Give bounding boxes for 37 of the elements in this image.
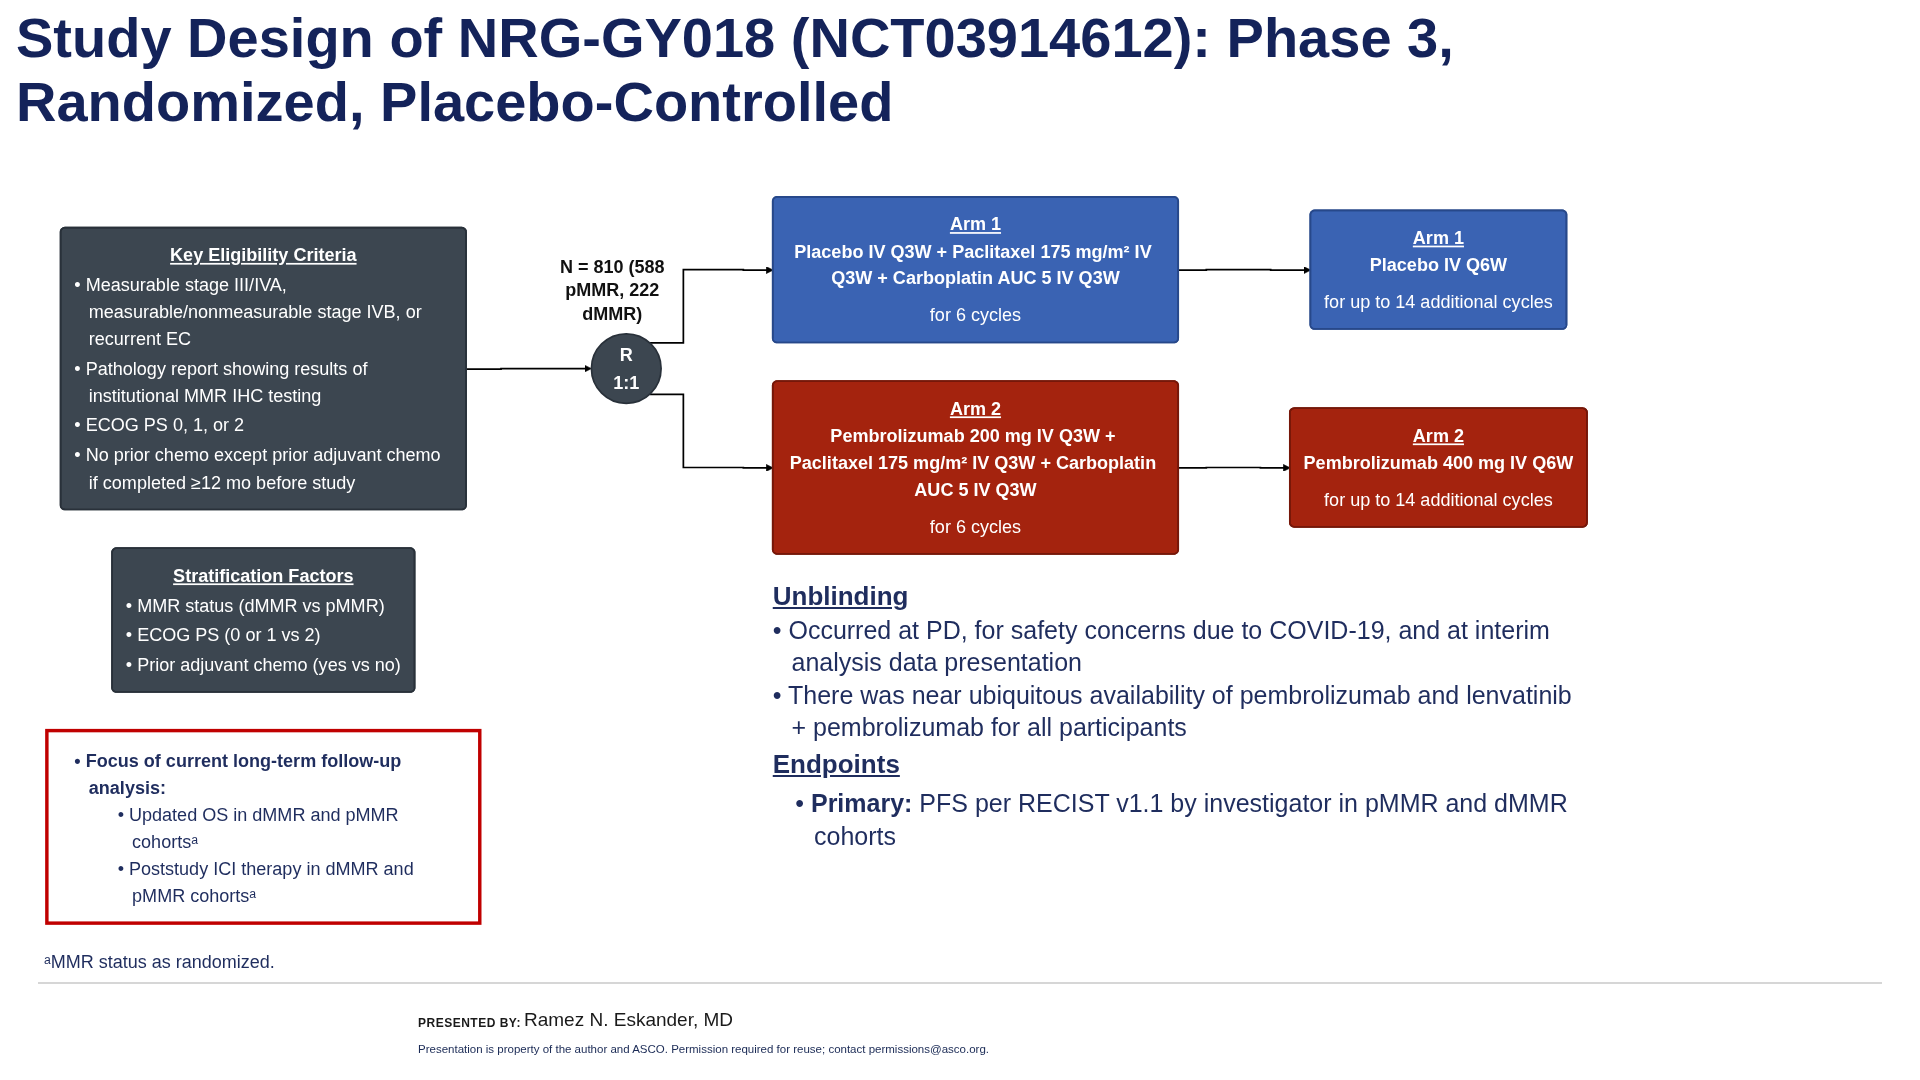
regimen-text: Pembrolizumab 200 mg IV Q3W + Paclitaxel 175 mg/m² IV Q3W + Carboplatin AUC 5 IV Q3W bbox=[788, 424, 1158, 502]
presenter-label: PRESENTED BY: bbox=[418, 1016, 521, 1030]
bullet-text: • MMR status (dMMR vs pMMR) bbox=[125, 594, 386, 618]
footnote: ᵃMMR status as randomized. bbox=[44, 952, 275, 973]
bullet-text: • No prior chemo except prior adjuvant chemo if completed ≥12 mo before study bbox=[74, 444, 442, 495]
copyright-notice: Presentation is property of the author and ASCO. Permission required for reuse; contact permissions@asco.org. bbox=[418, 1043, 989, 1055]
section-heading: Endpoints bbox=[772, 747, 901, 781]
regimen-text: Placebo IV Q3W + Paclitaxel 175 mg/m² IV Q3W + Carboplatin AUC 5 IV Q3W bbox=[793, 240, 1153, 290]
bullet-text: • Measurable stage III/IVA, measurable/nonmeasurable stage IVB, or recurrent EC bbox=[74, 273, 423, 351]
bullet-text: • Primary: PFS per RECIST v1.1 by investigator in pMMR and dMMR cohorts bbox=[795, 788, 1569, 852]
regimen-text: Placebo IV Q6W bbox=[1368, 253, 1509, 277]
bullet-text: • Poststudy ICI therapy in dMMR and pMMR cohortsᵃ bbox=[116, 857, 415, 908]
cycle-note: for up to 14 additional cycles bbox=[1323, 488, 1554, 512]
presenter-name: Ramez N. Eskander, MD bbox=[524, 1009, 734, 1031]
bullet-text: • ECOG PS 0, 1, or 2 bbox=[74, 414, 246, 438]
randomization-label: 1:1 bbox=[612, 371, 641, 394]
slide-title: Study Design of NRG-GY018 (NCT03914612): Phase 3, Randomized, Placebo-Controlled bbox=[16, 6, 1455, 134]
box-heading: Arm 2 bbox=[948, 397, 1003, 421]
box-heading: Arm 2 bbox=[1411, 424, 1465, 448]
bullet-text: • Occurred at PD, for safety concerns due to COVID-19, and at interim analysis data presentation bbox=[772, 614, 1551, 679]
box-heading: Key Eligibility Criteria bbox=[169, 243, 358, 267]
section-heading: Unblinding bbox=[772, 579, 910, 613]
box-heading: Arm 1 bbox=[948, 213, 1003, 236]
cycle-note: for up to 14 additional cycles bbox=[1324, 290, 1553, 314]
cycle-note: for 6 cycles bbox=[928, 304, 1023, 327]
bullet-text: • Updated OS in dMMR and pMMR cohortsᵃ bbox=[116, 803, 400, 854]
bullet-text: • There was near ubiquitous availability of pembrolizumab and lenvatinib + pembrolizumab for all participants bbox=[772, 679, 1573, 744]
box-heading: Stratification Factors bbox=[172, 564, 355, 588]
bullet-text: • Prior adjuvant chemo (yes vs no) bbox=[125, 653, 401, 677]
bullet-text: • Focus of current long-term follow-up analysis: bbox=[74, 749, 403, 800]
bullet-text: • ECOG PS (0 or 1 vs 2) bbox=[125, 623, 322, 647]
regimen-text: Pembrolizumab 400 mg IV Q6W bbox=[1303, 451, 1574, 475]
randomization-label: R bbox=[618, 344, 634, 367]
node-note: N = 810 (588 pMMR, 222 dMMR) bbox=[559, 255, 666, 326]
box-heading: Arm 1 bbox=[1411, 226, 1465, 250]
bullet-text: • Pathology report showing results of institutional MMR IHC testing bbox=[74, 357, 369, 408]
cycle-note: for 6 cycles bbox=[928, 515, 1023, 539]
